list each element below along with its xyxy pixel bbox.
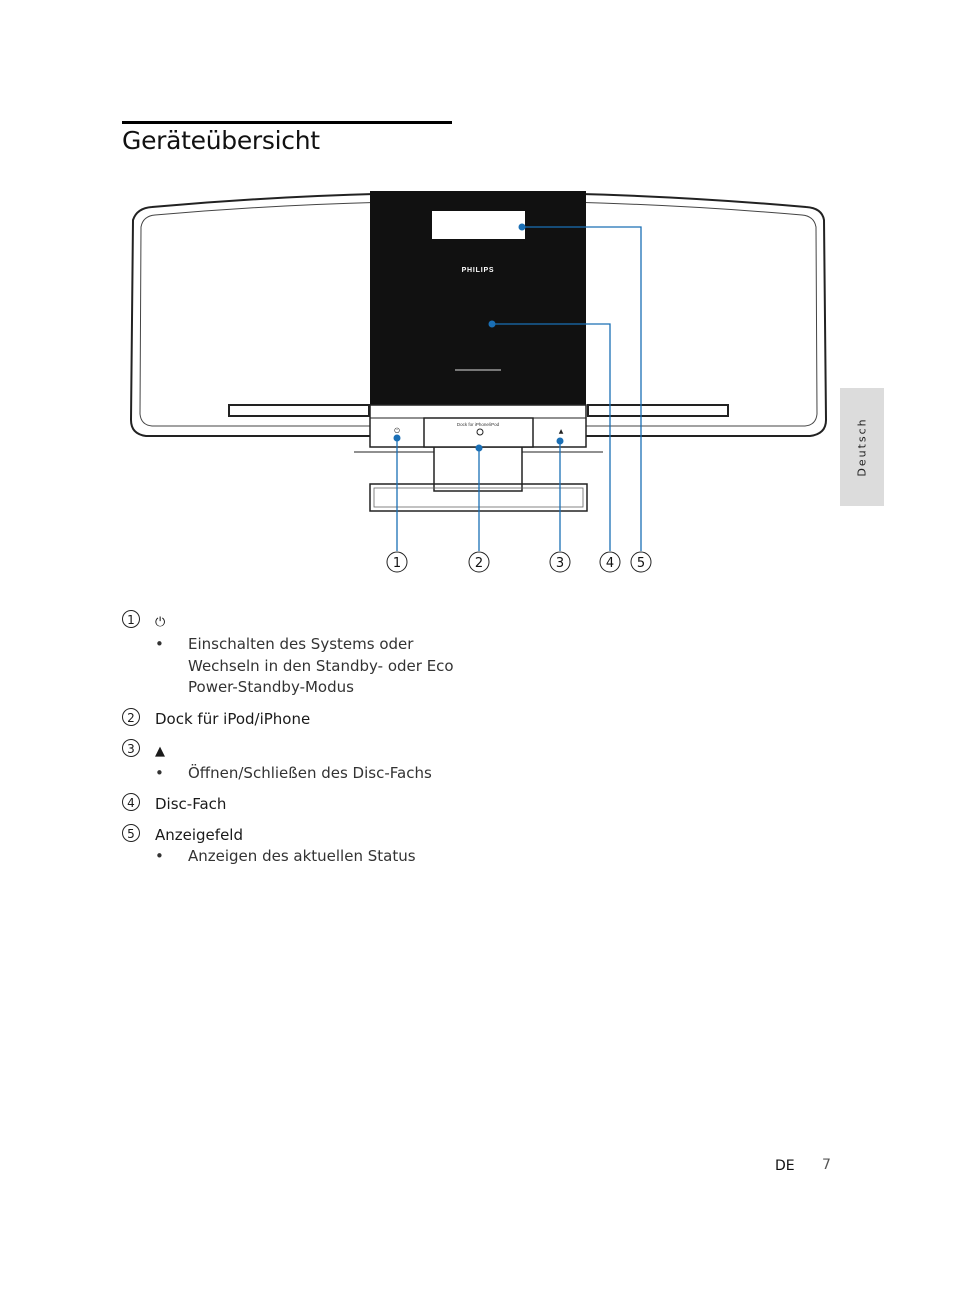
item-title: Anzeigefeld (155, 826, 243, 844)
callout-label-4: 4 (606, 556, 614, 571)
list-item-2: 2 Dock für iPod/iPhone (122, 707, 582, 730)
callout-dot-5 (518, 223, 526, 231)
item-number: 1 (122, 610, 140, 628)
callout-circle-5 (630, 551, 652, 573)
footer-page-number: 7 (822, 1157, 831, 1173)
item-title: ▲ (155, 739, 582, 763)
stand-neck (433, 447, 523, 492)
brand-logo: PHILIPS (462, 267, 495, 274)
item-title: Dock für iPod/iPhone (155, 709, 311, 728)
dock-caption: Dock for iPhone/iPod (457, 422, 500, 427)
panel-caption-strip (455, 369, 501, 371)
callout-dot-1 (393, 434, 401, 442)
callout-label-3: 3 (556, 556, 564, 571)
callout-label-1: 1 (393, 556, 401, 571)
left-slot (228, 404, 370, 417)
feature-list: 1 ⏻ Einschalten des Systems oder Wechsel… (122, 610, 582, 877)
display-window (432, 211, 525, 239)
eject-icon: ▲ (155, 743, 165, 759)
item-title: ⏻ (155, 610, 582, 634)
dock-button (476, 428, 484, 436)
item-bullet: Anzeigen des aktuellen Status (155, 846, 582, 868)
callout-dot-3 (556, 437, 564, 445)
item-bullet: Einschalten des Systems oder Wechseln in… (155, 634, 458, 699)
callout-dot-2 (475, 444, 483, 452)
list-item-5: 5 Anzeigefeld Anzeigen des aktuellen Sta… (122, 824, 582, 868)
callout-dot-4 (488, 320, 496, 328)
power-icon: ⏻ (155, 615, 166, 630)
device-illustration: PHILIPS Dock for iPhone/iPod ⏻ ▲ 1 2 3 (129, 191, 828, 573)
list-item-4: 4 Disc-Fach (122, 793, 582, 815)
item-title: Disc-Fach (155, 795, 227, 813)
callout-circle-3 (549, 551, 571, 573)
list-item-1: 1 ⏻ Einschalten des Systems oder Wechsel… (122, 610, 582, 699)
item-number: 3 (122, 738, 140, 757)
item-number: 2 (122, 707, 140, 726)
footer-language-code: DE (775, 1158, 795, 1174)
power-button-glyph: ⏻ (394, 427, 400, 435)
dock-door (423, 417, 534, 448)
callout-line-4 (492, 323, 611, 551)
callout-label-2: 2 (475, 556, 483, 571)
callout-lines (396, 226, 642, 551)
title-rule (122, 121, 452, 124)
language-side-tab: Deutsch (840, 388, 884, 506)
callout-circle-1 (386, 551, 408, 573)
eject-button-glyph: ▲ (559, 428, 564, 435)
callout-line-5 (522, 226, 642, 551)
item-number: 4 (122, 793, 140, 811)
list-item-3: 3 ▲ Öffnen/Schließen des Disc-Fachs (122, 738, 582, 785)
callout-label-5: 5 (637, 556, 645, 571)
page-title: Geräteübersicht (122, 126, 320, 155)
callout-circle-2 (468, 551, 490, 573)
item-bullet: Öffnen/Schließen des Disc-Fachs (155, 763, 582, 785)
item-number: 5 (122, 824, 140, 842)
callout-circle-4 (599, 551, 621, 573)
right-slot (587, 404, 729, 417)
